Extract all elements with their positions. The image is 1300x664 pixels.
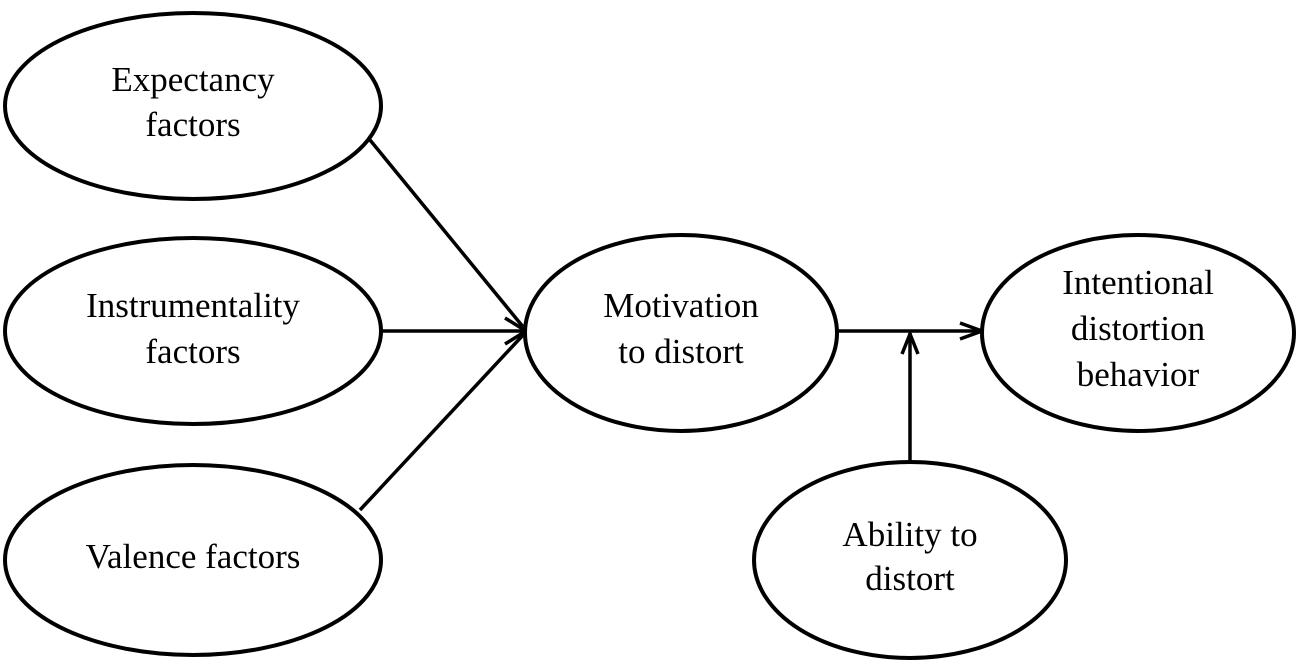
node-motivation-label-line2: to distort (618, 332, 744, 371)
node-behavior-ellipse (980, 233, 1296, 433)
node-ability: Ability to distort (752, 460, 1068, 660)
node-instrumentality-ellipse (3, 236, 383, 426)
node-expectancy-label-line1: Expectancy (111, 60, 275, 99)
node-motivation-ellipse (523, 233, 839, 433)
node-motivation: Motivation to distort (523, 233, 839, 433)
node-valence: Valence factors (3, 463, 383, 657)
node-ability-label-line2: distort (865, 559, 955, 598)
node-behavior-label-line3: behavior (1077, 355, 1200, 394)
node-behavior-label-line1: Intentional (1062, 263, 1214, 302)
edges (358, 138, 980, 512)
node-instrumentality: Instrumentality factors (3, 236, 383, 426)
node-ability-label-line1: Ability to (842, 515, 977, 554)
node-expectancy: Expectancy factors (3, 11, 383, 201)
node-behavior: Intentional distortion behavior (980, 233, 1296, 433)
node-instrumentality-label-line2: factors (145, 332, 240, 371)
node-instrumentality-label-line1: Instrumentality (86, 286, 300, 325)
node-ability-ellipse (752, 460, 1068, 660)
node-valence-ellipse (3, 463, 383, 657)
node-expectancy-label-line2: factors (145, 105, 240, 144)
node-expectancy-ellipse (3, 11, 383, 201)
node-behavior-label-line2: distortion (1071, 309, 1205, 348)
edge-valence-to-motivation (358, 332, 526, 512)
node-motivation-label-line1: Motivation (603, 286, 759, 325)
node-valence-label-line1: Valence factors (86, 537, 301, 576)
arrowhead-ability-up (900, 329, 920, 355)
edge-expectancy-to-motivation (368, 138, 526, 330)
